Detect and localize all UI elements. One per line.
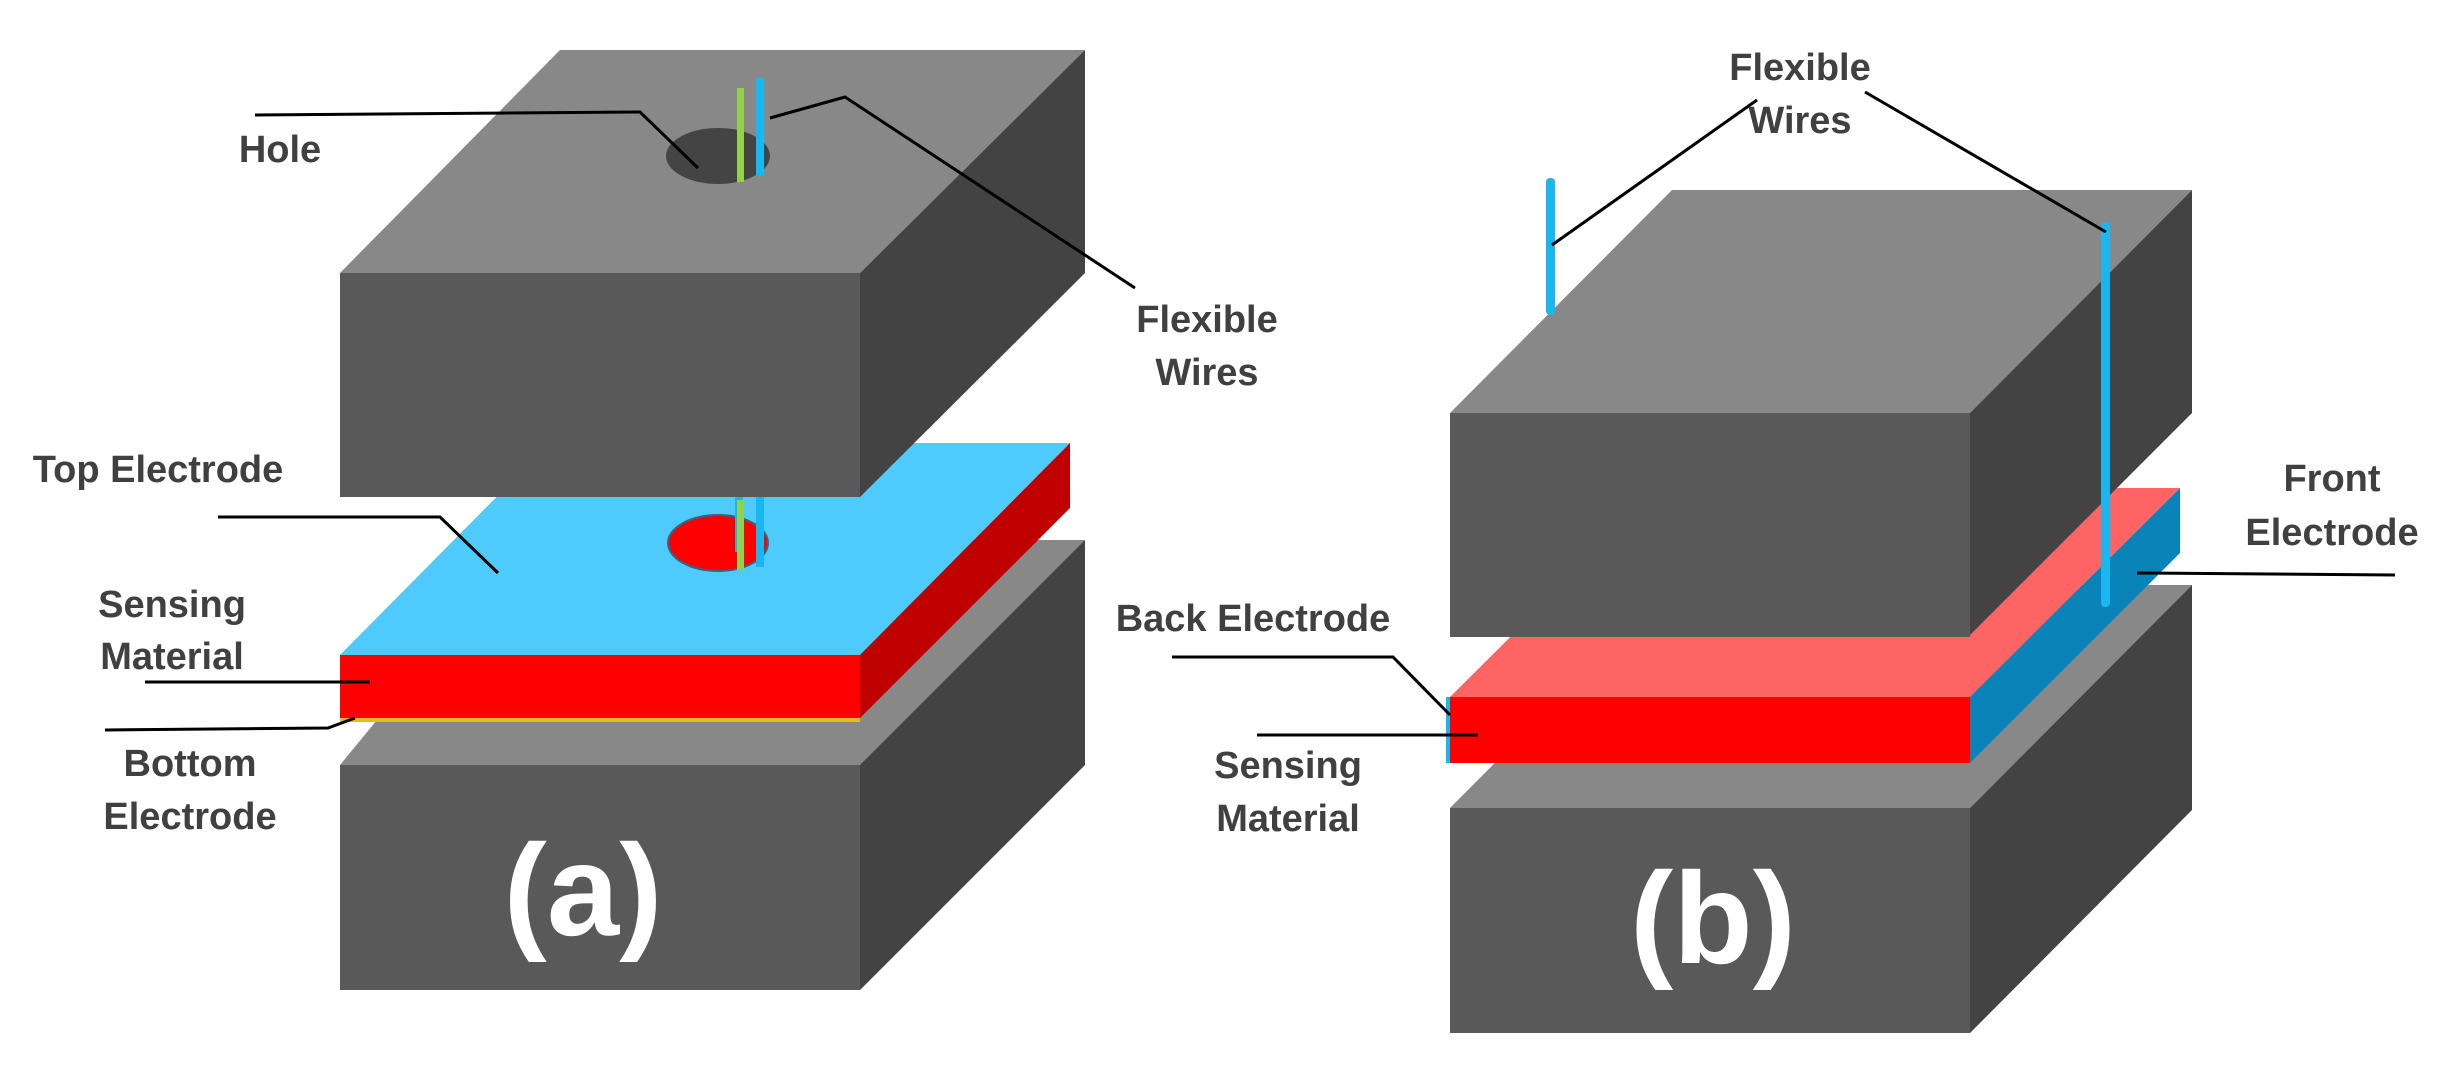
wire-back-b <box>1546 178 1555 315</box>
leader-top-electrode <box>218 515 500 575</box>
leader-flexible-wires-b-left <box>1551 98 1758 247</box>
leader-flexible-wires-b-right <box>1864 90 2107 234</box>
label-front-electrode-line1: Front <box>2283 458 2380 500</box>
top-block-a <box>340 50 1085 497</box>
label-flexible-wires-a-line2: Wires <box>1155 352 1258 394</box>
label-front-electrode-line2: Electrode <box>2245 512 2418 554</box>
label-back-electrode: Back Electrode <box>1116 598 1391 640</box>
leader-back-electrode <box>1172 655 1452 717</box>
leader-front-electrode <box>2136 571 2396 577</box>
leader-hole <box>254 110 700 170</box>
leader-flexible-wires-a <box>769 95 1136 290</box>
label-flexible-wires-b-line1: Flexible <box>1729 47 1871 89</box>
hole-through-electrode <box>667 514 769 572</box>
panel-label-a: (a) <box>504 817 663 963</box>
panel-a: (a) Hole Flexible Wires Top Electrode Se… <box>33 50 1278 990</box>
label-flexible-wires-b-line2: Wires <box>1748 100 1851 142</box>
hole-icon <box>666 128 770 184</box>
label-top-electrode: Top Electrode <box>33 449 284 491</box>
label-sensing-material-b-line1: Sensing <box>1214 745 1362 787</box>
label-bottom-electrode-line2: Electrode <box>103 796 276 838</box>
label-bottom-electrode-line1: Bottom <box>124 743 257 785</box>
wire-front-b <box>2101 222 2110 607</box>
label-sensing-material-a-line1: Sensing <box>98 584 246 626</box>
label-flexible-wires-a-line1: Flexible <box>1136 299 1278 341</box>
blue-wire <box>756 78 764 176</box>
panel-label-b: (b) <box>1630 845 1796 991</box>
label-sensing-material-a-line2: Material <box>100 636 244 678</box>
top-block-b <box>1450 190 2192 637</box>
green-wire <box>737 88 744 182</box>
label-sensing-material-b-line2: Material <box>1216 798 1360 840</box>
label-hole: Hole <box>239 129 321 171</box>
panel-b: (b) Flexible Wires Front Electrode Back … <box>1116 47 2419 1033</box>
leader-bottom-electrode <box>104 716 356 732</box>
